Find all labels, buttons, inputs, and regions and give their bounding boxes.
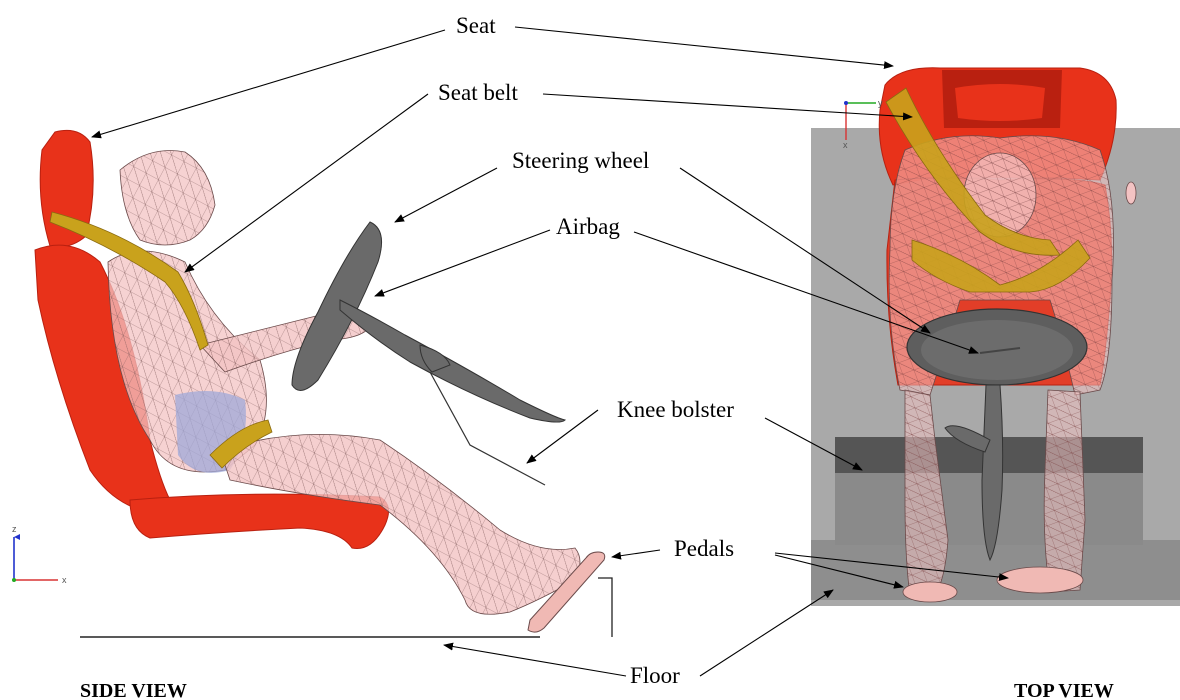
label-floor: Floor [630, 663, 680, 688]
pedals-pointer-side [612, 550, 660, 557]
top-view-title: TOP VIEW [1014, 680, 1114, 700]
side-axis-x-label: x [62, 575, 67, 585]
label-seat: Seat [456, 13, 496, 38]
top-floor-strip [811, 540, 1180, 600]
top-axis-x-label: x [843, 140, 848, 150]
seat-belt-pointer-top [543, 94, 912, 117]
label-steering-wheel: Steering wheel [512, 148, 649, 173]
floor-pointer-top [700, 590, 833, 676]
top-view-model: y x [811, 68, 1180, 606]
top-axis-y-label: y [878, 98, 883, 108]
side-axis-triad: z x [12, 524, 67, 585]
airbag-pointer-side [375, 230, 550, 296]
label-airbag: Airbag [556, 214, 620, 239]
floor-pointer-side [444, 645, 626, 676]
seat-pointer-top [515, 27, 893, 66]
seat-belt-pointer-side [185, 94, 428, 272]
side-view-title: SIDE VIEW [80, 680, 187, 700]
steering-wheel-pointer-side [395, 168, 497, 222]
side-axis-z-label: z [12, 524, 17, 534]
side-pedal-bracket [598, 578, 612, 637]
label-pedals: Pedals [674, 536, 734, 561]
label-seat-belt: Seat belt [438, 80, 518, 105]
label-knee-bolster: Knee bolster [617, 397, 734, 422]
side-view-model: z x [12, 130, 612, 637]
side-occupant [108, 150, 580, 614]
